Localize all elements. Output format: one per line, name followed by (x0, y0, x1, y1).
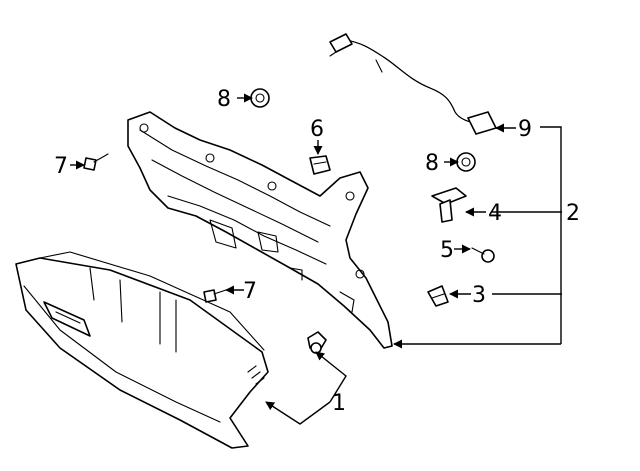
callout-4: 4 (488, 201, 502, 226)
nut-upper (250, 88, 270, 108)
callout-9: 9 (518, 117, 532, 142)
screw-part-5 (471, 247, 495, 263)
latch (431, 187, 467, 223)
callout-8-right: 8 (425, 151, 439, 176)
callout-1: 1 (332, 391, 346, 416)
callout-3: 3 (472, 283, 486, 308)
nut-right (456, 152, 476, 172)
bracket-frame (127, 111, 393, 349)
callout-2: 2 (566, 201, 580, 226)
damper (307, 331, 327, 354)
screw-left (83, 153, 109, 171)
leader-lines (70, 93, 562, 425)
bumper (427, 285, 449, 307)
glove-box-door (15, 251, 269, 449)
clip (309, 155, 331, 175)
callout-8-upper: 8 (217, 87, 231, 112)
screw-middle (203, 289, 227, 303)
callout-labels: 1 2 3 4 5 6 7 7 8 8 9 (54, 87, 580, 416)
wiring-harness (329, 33, 497, 135)
callout-6: 6 (310, 117, 324, 142)
callout-7-middle: 7 (243, 279, 257, 304)
callout-7-left: 7 (54, 154, 68, 179)
callout-5: 5 (440, 238, 454, 263)
